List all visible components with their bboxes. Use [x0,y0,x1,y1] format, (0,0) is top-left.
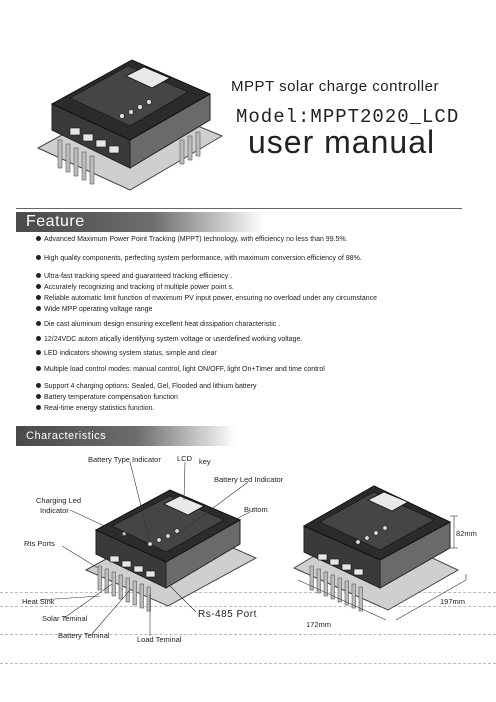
feature-item: Support 4 charging options: Sealed, Gel,… [36,383,256,390]
battery-led-indicator-label: Battery Led Indicator [214,475,284,484]
model-title: Model:MPPT2020_LCD [236,106,460,128]
charging-led-indicator-label: Charging Led [36,496,82,505]
feature-item: Multiple load control modes: manual cont… [36,366,325,373]
load-teminal-label: Load Teminal [137,635,182,644]
key-label: key [199,457,211,466]
battery-type-indicator-label: Battery Type Indicator [88,455,161,464]
product-diagram-left [84,489,258,612]
rs485-port-label: Rs-485 Port [198,609,257,620]
rts-ports-label: Rts Ports [24,539,55,548]
lcd-label: LCD [177,454,193,463]
feature-item: Accurately recognizing and tracking of m… [36,284,234,291]
header-rule [16,208,462,209]
feature-item: Reliable automatic limit function of max… [36,295,377,302]
characteristics-banner: Characteristics [16,426,236,446]
guide-line [0,634,496,635]
dimension-width-label: 172mm [306,620,332,629]
characteristics-heading: Characteristics [26,430,107,442]
dimension-height-label: 82mm [456,529,477,538]
page-title: user manual [248,124,436,160]
dimension-depth-label: 197mm [440,597,466,606]
feature-item: LED indicators showing system status, si… [36,350,217,357]
guide-line [0,606,496,607]
subtitle: MPPT solar charge controller [231,78,439,95]
feature-banner: Feature [16,212,264,232]
feature-item: Battery temperature compensation functio… [36,394,178,401]
feature-item: Ultra-fast tracking speed and guaranteed… [36,273,232,280]
feature-heading: Feature [26,213,85,230]
feature-item: Real-time energy statistics function. [36,405,155,412]
solar-teminal-label: Solar Teminal [42,614,88,623]
feature-item: High quality components, perfecting syst… [36,255,362,262]
battery-teminal-label: Battery Teminal [58,631,110,640]
product-image-top [36,59,224,191]
guide-line [0,663,496,664]
feature-item: Die cast aluminum design ensuring excell… [36,321,280,328]
feature-item: 12/24VDC autom atically identifying syst… [36,336,302,343]
feature-item: Advanced Maximum Power Point Tracking (M… [36,236,348,243]
product-diagram-right [292,485,467,621]
buttom-label: Buttom [244,505,268,514]
feature-item: Wide MPP operating voltage range [36,306,152,313]
heat-sink-label: Heat Sink [22,597,55,606]
charging-led-indicator-label-2: Indicator [40,506,69,515]
guide-line [0,592,496,593]
